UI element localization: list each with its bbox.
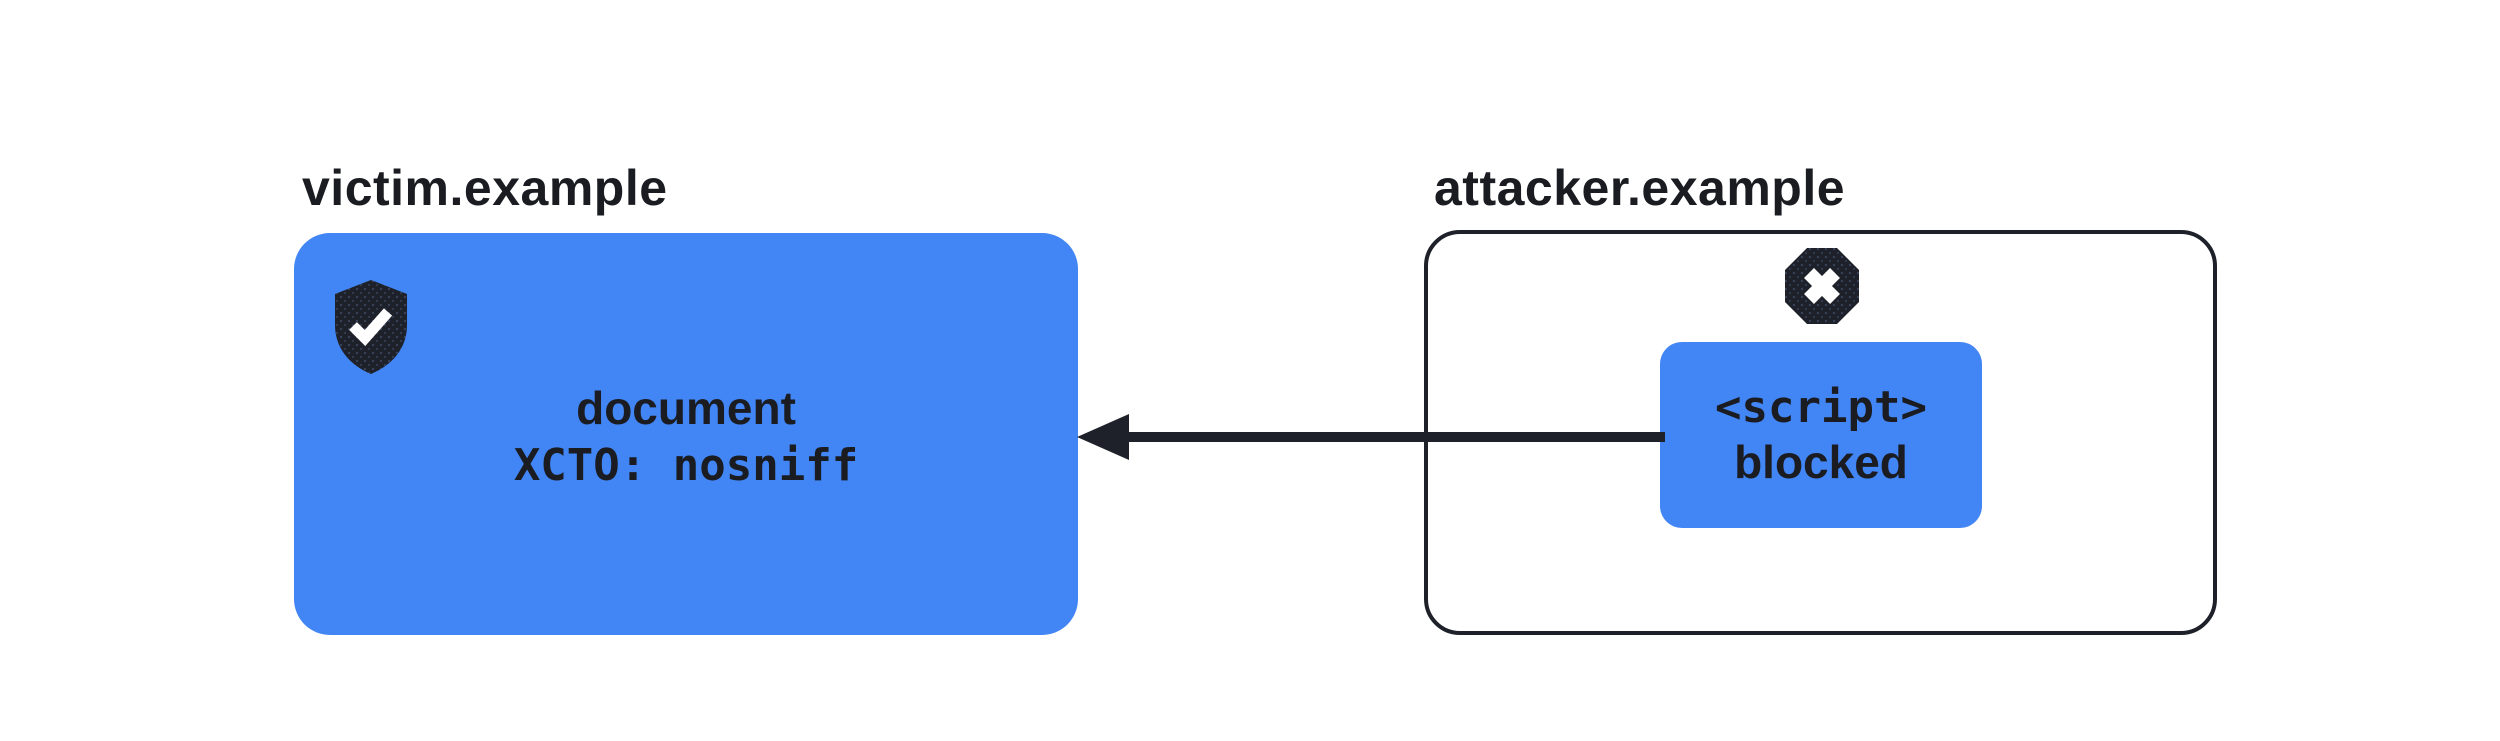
document-text: document (576, 382, 796, 434)
shield-check-icon (335, 280, 407, 374)
blocked-script-box: <script> blocked (1660, 342, 1982, 528)
xcto-nosniff-text: XCTO: nosniff (513, 440, 859, 491)
request-arrow (1077, 414, 1665, 460)
blocked-text: blocked (1734, 436, 1908, 488)
script-tag-text: <script> (1715, 382, 1927, 433)
attacker-origin-label: attacker.example (1434, 160, 1846, 216)
attacker-page-box: <script> blocked (1424, 230, 2217, 635)
victim-document-box: document XCTO: nosniff (294, 233, 1078, 635)
blocked-octagon-x-icon (1785, 248, 1859, 324)
victim-origin-label: victim.example (302, 160, 668, 216)
victim-box-text: document XCTO: nosniff (294, 379, 1078, 495)
